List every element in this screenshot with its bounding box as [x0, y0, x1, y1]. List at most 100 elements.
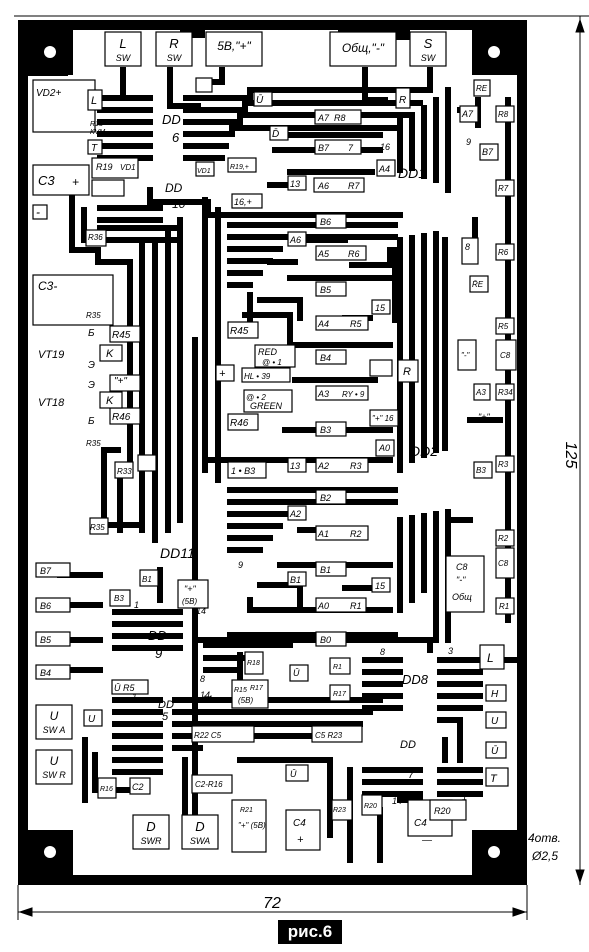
svg-text:R20: R20	[364, 803, 377, 810]
connector-common-label: Общ,"-"	[342, 41, 385, 55]
connector-s-sw	[409, 31, 447, 67]
chip-dd8-label: DD8	[402, 672, 429, 687]
svg-text:6: 6	[172, 130, 180, 145]
svg-text:A3: A3	[475, 388, 486, 397]
svg-text:+: +	[297, 834, 304, 846]
svg-text:"+": "+"	[478, 412, 490, 422]
svg-text:C4: C4	[414, 818, 427, 829]
connector-d-swa	[181, 814, 219, 850]
svg-text:B5: B5	[40, 635, 52, 645]
holes-note-diameter: Ø2,5	[531, 849, 558, 863]
svg-text:R̄E: R̄E	[472, 280, 484, 289]
connector-r-sw	[155, 31, 193, 67]
svg-text:B4: B4	[320, 353, 331, 363]
svg-text:A3: A3	[317, 389, 329, 399]
svg-text:R35: R35	[86, 439, 101, 448]
svg-text:A0: A0	[378, 443, 390, 453]
svg-text:R22 C5: R22 C5	[194, 731, 222, 740]
svg-text:15: 15	[375, 303, 386, 313]
svg-text:A4: A4	[317, 319, 329, 329]
svg-text:R19,+: R19,+	[230, 164, 249, 171]
hole-icon	[44, 846, 56, 858]
hole-icon	[488, 846, 500, 858]
svg-text:16: 16	[380, 142, 390, 152]
svg-text:B2: B2	[320, 493, 331, 503]
svg-text:B3: B3	[476, 466, 486, 475]
svg-text:R46: R46	[112, 412, 131, 423]
svg-text:7: 7	[348, 143, 354, 153]
svg-text:Ū: Ū	[256, 94, 264, 106]
svg-text:R1: R1	[499, 602, 509, 611]
svg-text:Ū: Ū	[293, 668, 300, 678]
mounting-corners	[28, 30, 517, 875]
svg-text:B0: B0	[320, 635, 331, 645]
svg-text:B6: B6	[320, 217, 331, 227]
svg-text:SW R: SW R	[42, 770, 66, 780]
chip-dd6-label: DD	[162, 112, 181, 127]
svg-text:13: 13	[290, 179, 300, 189]
svg-text:15: 15	[375, 581, 386, 591]
svg-text:Ū: Ū	[491, 745, 499, 757]
svg-text:—: —	[421, 835, 433, 846]
connector-d-swa-label: D	[195, 819, 204, 834]
svg-text:VD1: VD1	[197, 168, 211, 175]
svg-text:R34: R34	[498, 388, 513, 397]
chip-dd2-label: DD2	[410, 443, 438, 459]
connector-labels: L SW R SW 5В,"+" Общ,"-" S SW U SW A U S…	[42, 36, 437, 846]
svg-text:R18: R18	[90, 121, 103, 128]
svg-text:SW: SW	[167, 53, 183, 63]
dimension-lines	[14, 15, 589, 920]
chip-dd7-label: DD	[400, 739, 416, 751]
svg-text:R: R	[399, 95, 406, 106]
svg-text:R2: R2	[350, 529, 362, 539]
chip-dd1-label: DD1	[398, 165, 426, 181]
svg-text:(5В): (5В)	[238, 696, 253, 705]
svg-text:R3: R3	[498, 460, 509, 469]
svg-text:U: U	[491, 716, 499, 727]
svg-text:VD1: VD1	[120, 163, 136, 172]
svg-text:R1: R1	[333, 664, 342, 671]
svg-text:1: 1	[462, 792, 467, 802]
svg-text:VD2+: VD2+	[36, 88, 61, 99]
chip-dd11-label: DD11	[160, 545, 195, 561]
svg-text:T: T	[490, 773, 498, 785]
svg-text:C8: C8	[498, 559, 509, 568]
svg-text:@ • 1: @ • 1	[262, 358, 282, 367]
connector-d-swr-label: D	[146, 819, 155, 834]
svg-text:HL • 39: HL • 39	[244, 372, 271, 381]
svg-text:Ū: Ū	[290, 769, 297, 779]
connector-common	[329, 31, 397, 67]
svg-text:B7: B7	[482, 147, 494, 157]
connector-u-swr	[35, 749, 73, 785]
svg-text:SW A: SW A	[43, 725, 66, 735]
svg-text:B6: B6	[40, 601, 51, 611]
svg-text:R17: R17	[250, 685, 264, 692]
svg-text:13: 13	[290, 461, 300, 471]
svg-text:R5: R5	[498, 322, 509, 331]
svg-text:R45: R45	[230, 326, 249, 337]
svg-text:R3: R3	[350, 461, 362, 471]
svg-text:R17: R17	[333, 691, 347, 698]
svg-text:7: 7	[408, 769, 415, 781]
svg-text:B1: B1	[142, 575, 152, 584]
svg-text:"+": "+"	[184, 584, 196, 594]
svg-text:14: 14	[392, 796, 402, 806]
svg-text:R7: R7	[498, 184, 509, 193]
svg-text:8: 8	[200, 674, 205, 684]
svg-text:R15: R15	[234, 687, 247, 694]
svg-text:R: R	[403, 366, 411, 378]
figure-caption: рис.6	[278, 920, 342, 944]
svg-text:R20: R20	[434, 806, 451, 816]
svg-text:RED: RED	[258, 347, 278, 357]
svg-text:A7: A7	[317, 113, 330, 123]
svg-text:SWA: SWA	[190, 836, 210, 846]
svg-text:14: 14	[200, 690, 210, 700]
svg-text:GREEN: GREEN	[250, 401, 283, 411]
connector-u-swr-label: U	[50, 754, 59, 768]
connector-5v-label: 5В,"+"	[217, 39, 251, 53]
svg-text:A4: A4	[378, 164, 390, 174]
svg-text:C8: C8	[500, 351, 511, 360]
svg-text:B7: B7	[318, 143, 330, 153]
connector-s-sw-label: S	[424, 36, 433, 51]
